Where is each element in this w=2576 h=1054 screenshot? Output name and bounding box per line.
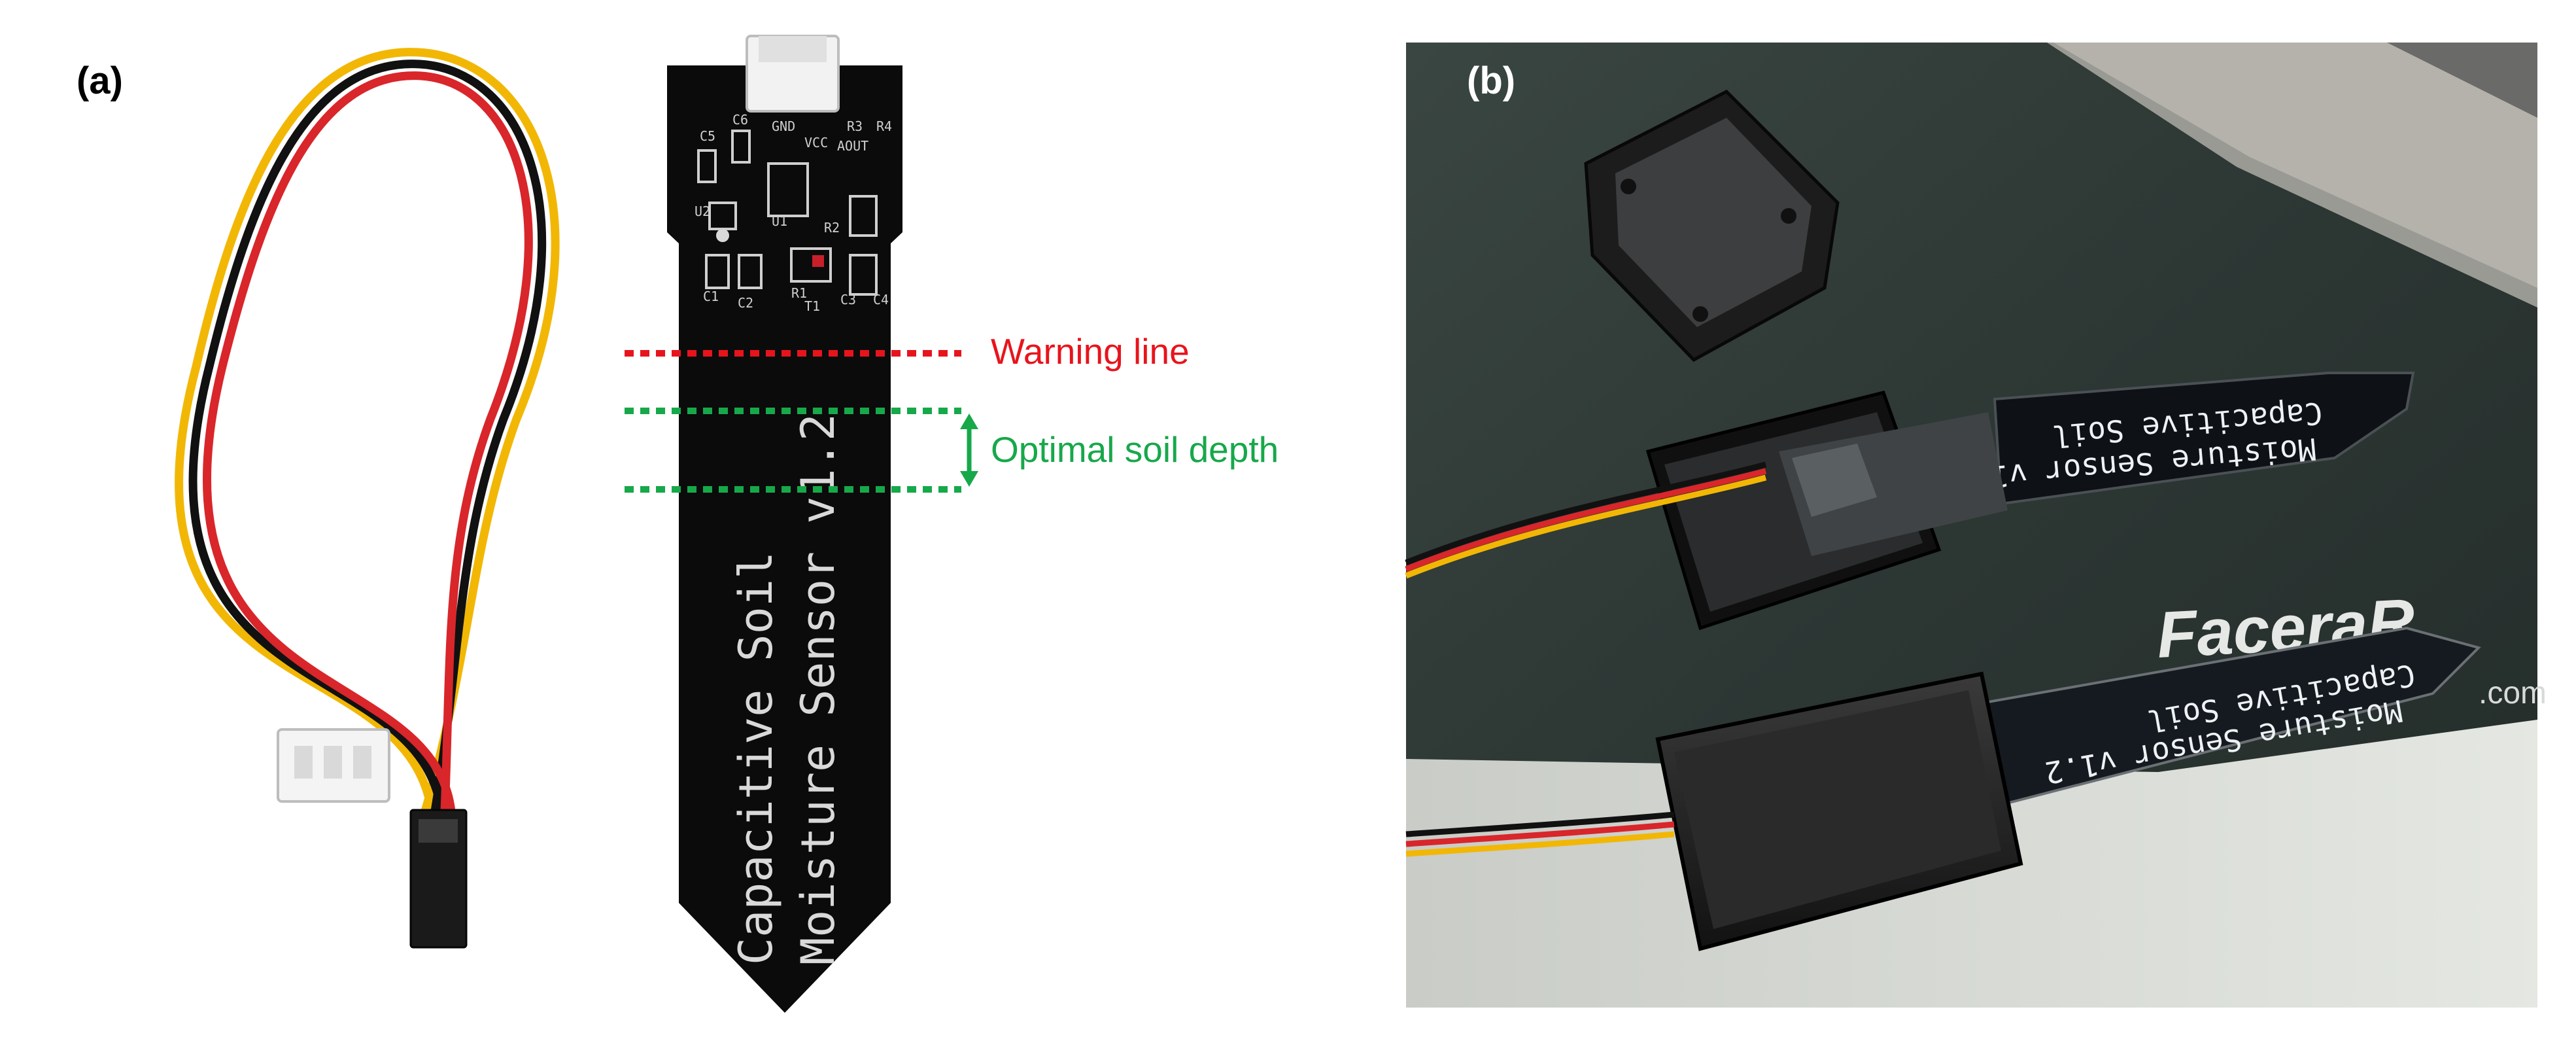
svg-text:C1: C1 xyxy=(703,289,719,304)
svg-text:R3: R3 xyxy=(847,118,863,134)
warning-line-label: Warning line xyxy=(991,331,1190,372)
svg-text:U2: U2 xyxy=(695,203,710,219)
probe-text-line1: Capacitive Soil xyxy=(729,552,783,965)
panel-b-photo: FaceraR .com Capacitive Soil Moisture Se… xyxy=(1405,43,2547,1008)
sensor-probe-pcb: C5 C6 GND VCC AOUT R3 R4 U2 U1 C1 C2 R1 … xyxy=(667,35,902,1013)
panel-a-label: (a) xyxy=(77,60,123,102)
enclosure-closed xyxy=(1655,671,2023,951)
svg-text:C4: C4 xyxy=(873,292,889,307)
dupont-connector xyxy=(409,809,468,949)
optimal-depth-arrow xyxy=(960,413,978,487)
svg-text:C6: C6 xyxy=(732,112,748,128)
svg-text:R2: R2 xyxy=(824,220,840,236)
svg-text:R4: R4 xyxy=(876,118,892,134)
svg-text:AOUT: AOUT xyxy=(837,138,868,154)
svg-text:T1: T1 xyxy=(804,298,820,314)
wire-black xyxy=(188,60,547,813)
wire-yellow xyxy=(175,48,560,813)
svg-text:C5: C5 xyxy=(700,128,715,144)
jst-connector-left xyxy=(277,728,390,803)
optimal-depth-label: Optimal soil depth xyxy=(991,429,1279,470)
enclosure-lid xyxy=(1584,89,1840,362)
mat-domain-text: .com xyxy=(2479,676,2547,711)
svg-text:GND: GND xyxy=(772,118,795,134)
svg-text:VCC: VCC xyxy=(804,135,828,150)
enclosure-open xyxy=(1645,391,2008,631)
panel-b-label: (b) xyxy=(1467,60,1516,102)
svg-text:U1: U1 xyxy=(772,213,787,229)
wire-red xyxy=(203,71,533,812)
svg-text:C3: C3 xyxy=(840,292,856,307)
svg-text:C2: C2 xyxy=(738,295,753,311)
probe-text-line2: Moisture Sensor v1.2 xyxy=(791,413,845,965)
sensor-cable xyxy=(175,48,560,813)
svg-text:R1: R1 xyxy=(791,285,807,301)
